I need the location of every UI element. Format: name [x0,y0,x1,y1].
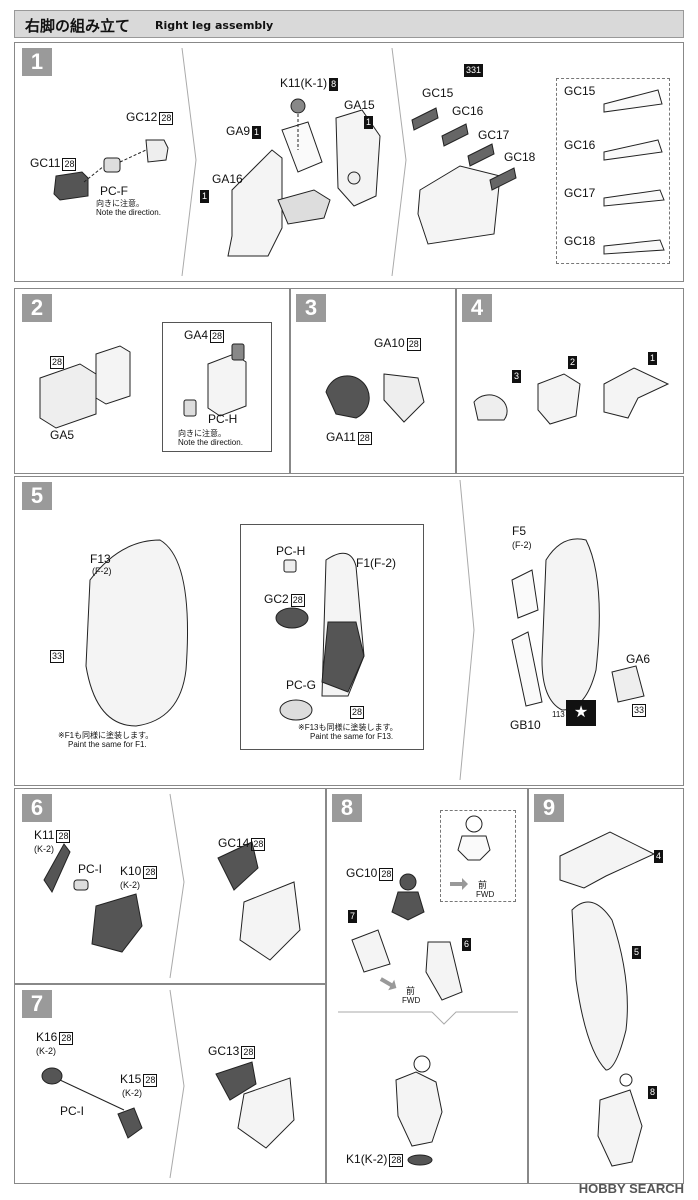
label-gc18: GC18 [504,150,536,164]
step-number-1: 1 [22,48,52,76]
label-ga5: GA5 [50,428,75,442]
label-f13-sub: (F-2) [92,566,112,576]
label-pci-7: PC-I [60,1104,84,1118]
label-k15-sub: (K-2) [122,1088,142,1098]
step-number-3: 3 [296,294,326,322]
ref-gc15: GC15 [564,84,596,98]
page-header: 右脚の組み立て Right leg assembly [14,10,684,38]
note5a-jp: ※F1も同様に塗装します。 [58,731,154,740]
label-gb10: GB10 [510,718,541,732]
note2-en: Note the direction. [178,438,243,447]
label-pcf: PC-F [100,184,128,198]
star-mark: ★ [566,700,596,726]
label-33-left: 33 [50,650,65,663]
label-k11-6-sub: (K-2) [34,844,54,854]
label-k16-sub: (K-2) [36,1046,56,1056]
fwd-jp: 前 [406,986,416,996]
fwd-jp-ref: 前 [478,880,488,890]
label-step4-1: 1 [648,352,658,365]
label-k11: K11(K-1)8 [280,76,339,91]
label-step8-6: 6 [462,938,472,951]
step2-detail-box [162,322,272,452]
label-step4-3: 3 [512,370,522,383]
label-ga15: GA15 [344,98,375,112]
fwd-en: FWD [402,996,421,1005]
fwd-en-ref: FWD [476,890,495,899]
note-direction-en: Note the direction. [96,208,161,217]
step-number-6: 6 [22,794,52,822]
label-gc17: GC17 [478,128,510,142]
label-ga16-badge: 1 [200,190,210,203]
label-ga6: GA6 [626,652,651,666]
watermark-logo: HOBBY SEARCH [578,1181,684,1196]
step8-reference-box [440,810,516,902]
label-step9-4: 4 [654,850,664,863]
label-ga15-badge: 1 [364,116,374,129]
note-direction-jp: 向きに注意。 [96,199,144,208]
note5b-jp: ※F13も同様に塗装します。 [298,723,398,732]
label-step9-5: 5 [632,946,642,959]
step-number-5: 5 [22,482,52,510]
gc-reference-box [556,78,670,264]
label-step9-8: 8 [648,1086,658,1099]
label-28-ga5: 28 [50,356,65,369]
step-number-7: 7 [22,990,52,1018]
ref-gc17: GC17 [564,186,596,200]
label-step4-2: 2 [568,356,578,369]
label-ga16: GA16 [212,172,243,186]
label-gc15: GC15 [422,86,454,100]
label-f13: F13 [90,552,111,566]
label-28-f1: 28 [350,706,365,719]
note5b-en: Paint the same for F13. [310,732,394,741]
label-k10-sub: (K-2) [120,880,140,890]
label-pch: PC-H [208,412,238,426]
label-f5: F5 [512,524,527,538]
label-113: 113 [552,710,565,719]
ref-gc18: GC18 [564,234,596,248]
label-ga6-33: 33 [632,704,647,717]
step-number-2: 2 [22,294,52,322]
ref-gc16: GC16 [564,138,596,152]
note5a-en: Paint the same for F1. [68,740,147,749]
label-pci-6: PC-I [78,862,102,876]
step-number-9: 9 [534,794,564,822]
label-step8-7: 7 [348,910,358,923]
title-en: Right leg assembly [155,19,274,32]
label-pcg: PC-G [286,678,316,692]
label-331: 331 [464,64,484,77]
label-f1: F1(F-2) [356,556,397,570]
step-number-8: 8 [332,794,362,822]
step-number-4: 4 [462,294,492,322]
note2-jp: 向きに注意。 [178,429,226,438]
title-jp: 右脚の組み立て [25,17,131,35]
label-gc16: GC16 [452,104,484,118]
step5-detail-box [240,524,424,750]
label-f5-sub: (F-2) [512,540,532,550]
label-pch5: PC-H [276,544,306,558]
label-k1: K1(K-2)28 [346,1152,404,1167]
